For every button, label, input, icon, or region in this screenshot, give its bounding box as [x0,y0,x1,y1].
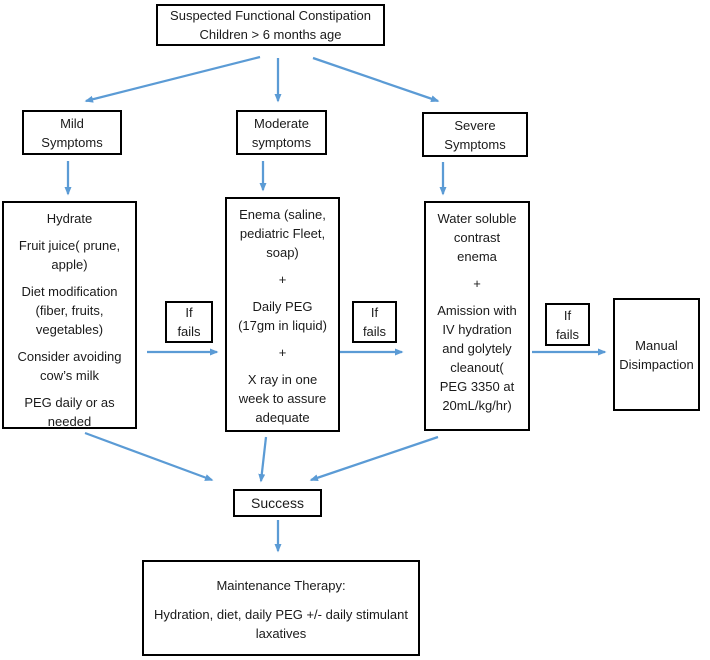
if-fails-line: fails [555,326,580,342]
arrow-severe-to-success [309,435,439,482]
treatment-item: Consider avoiding cow’s milk [17,349,122,383]
start-node-line: Suspected Functional Constipation [170,8,371,23]
if-fails-line: If [185,305,193,320]
start-node-line: Children > 6 months age [199,27,342,42]
severe-symptoms-line: Symptoms [444,136,506,152]
if-fails-line: If [563,307,572,323]
treatment-item: Daily PEG (17gm in liquid) [238,299,327,333]
moderate-symptoms-node: Moderate symptoms [236,110,327,155]
treatment-item: Hydrate [46,211,93,226]
treatment-item: Diet modification (fiber, fruits, vegeta… [21,284,118,337]
treatment-item: Water soluble contrast enema [437,211,517,264]
severe-symptoms-node: Severe Symptoms [422,112,528,157]
if-fails-node-2: If fails [352,301,397,343]
plus-separator: + [278,272,287,287]
treatment-item: Enema (saline, pediatric Fleet, soap) [239,207,326,260]
severe-symptoms-line: Severe [454,117,496,133]
start-node: Suspected Functional Constipation Childr… [156,4,385,46]
maintenance-therapy-node: Maintenance Therapy: Hydration, diet, da… [142,560,420,656]
if-fails-line: fails [177,324,201,339]
treatment-item: X ray in one week to assure adequate [238,372,327,425]
manual-disimpaction-label: Manual Disimpaction [619,337,694,372]
success-node: Success [233,489,322,517]
arrow-start-to-severe [312,56,440,103]
mild-symptoms-node: Mild Symptoms [22,110,122,155]
maintenance-title: Maintenance Therapy: [216,578,346,593]
moderate-symptoms-line: symptoms [251,134,312,150]
moderate-symptoms-line: Moderate [254,115,309,131]
mild-symptoms-line: Mild [60,115,84,131]
if-fails-line: If [370,305,379,320]
success-label: Success [251,494,304,511]
treatment-item: PEG daily or as needed [24,395,115,429]
manual-disimpaction-node: Manual Disimpaction [613,298,700,411]
if-fails-line: fails [362,324,387,339]
arrow-start-to-mild [84,55,261,103]
plus-separator: + [473,276,481,291]
mild-treatment-node: Hydrate Fruit juice( prune, apple) Diet … [2,201,137,429]
arrow-mild-to-success [84,431,214,482]
if-fails-node-3: If fails [545,303,590,346]
severe-treatment-node: Water soluble contrast enema + Amission … [424,201,530,431]
treatment-item: Fruit juice( prune, apple) [18,238,121,272]
maintenance-detail: Hydration, diet, daily PEG +/- daily sti… [154,607,408,641]
mild-symptoms-line: Symptoms [41,134,103,150]
arrow-moderate-to-success [258,436,268,483]
if-fails-node-1: If fails [165,301,213,343]
plus-separator: + [278,345,287,360]
moderate-treatment-node: Enema (saline, pediatric Fleet, soap) + … [225,197,340,432]
treatment-item: Amission with IV hydration and golytely … [437,303,517,413]
